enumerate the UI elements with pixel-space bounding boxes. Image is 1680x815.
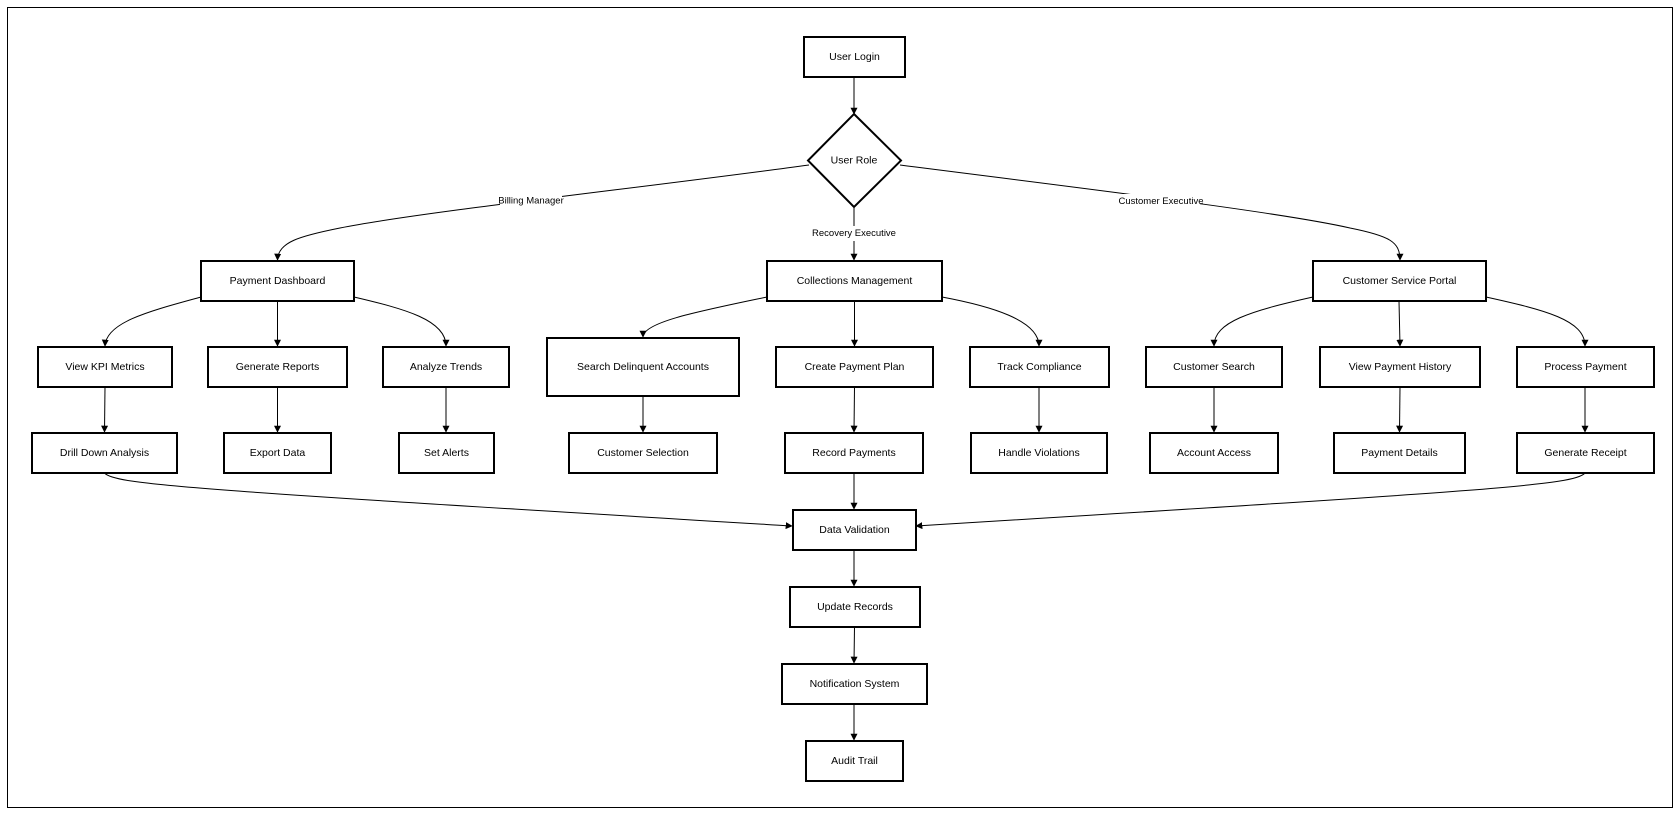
node-customer-selection-label: Customer Selection (597, 447, 689, 459)
node-customer-service-portal[interactable]: Customer Service Portal (1312, 260, 1487, 302)
node-drill-down-analysis[interactable]: Drill Down Analysis (31, 432, 178, 474)
edge-payment-dashboard-to-analyze-trends (353, 296, 450, 347)
node-set-alerts[interactable]: Set Alerts (398, 432, 495, 474)
node-view-kpi-metrics-label: View KPI Metrics (65, 361, 144, 373)
node-process-payment[interactable]: Process Payment (1516, 346, 1655, 388)
edge-payment-dashboard-to-view-kpi (101, 296, 202, 347)
node-customer-selection[interactable]: Customer Selection (568, 432, 718, 474)
edges (101, 78, 1589, 741)
edge-label-billing-manager: Billing Manager (498, 194, 564, 209)
node-payment-details-label: Payment Details (1361, 447, 1437, 459)
node-export-data-label: Export Data (250, 447, 306, 459)
node-user-login[interactable]: User Login (803, 36, 906, 78)
edge-label-recovery-executive-text: Recovery Executive (812, 228, 896, 239)
node-data-validation-label: Data Validation (819, 524, 890, 536)
node-user-role-decision[interactable]: User Role (806, 112, 903, 209)
node-create-payment-plan[interactable]: Create Payment Plan (775, 346, 934, 388)
edge-label-billing-manager-text: Billing Manager (498, 196, 563, 207)
node-collections-management-label: Collections Management (797, 275, 913, 287)
edge-view-payment-history-to-payment-details (1396, 386, 1404, 433)
node-user-login-label: User Login (829, 51, 880, 63)
node-collections-management[interactable]: Collections Management (766, 260, 943, 302)
node-payment-dashboard-label: Payment Dashboard (230, 275, 326, 287)
node-generate-receipt[interactable]: Generate Receipt (1516, 432, 1655, 474)
node-search-delinquent-accounts-label: Search Delinquent Accounts (577, 361, 709, 373)
node-notification-system-label: Notification System (810, 678, 900, 690)
node-customer-search-label: Customer Search (1173, 361, 1255, 373)
node-record-payments-label: Record Payments (812, 447, 895, 459)
edge-update-records-to-notification-system (850, 626, 858, 664)
edge-customer-service-to-customer-search (1210, 296, 1314, 347)
node-record-payments[interactable]: Record Payments (784, 432, 924, 474)
diagram-frame (7, 7, 1673, 808)
node-account-access-label: Account Access (1177, 447, 1251, 459)
node-set-alerts-label: Set Alerts (424, 447, 469, 459)
node-audit-trail[interactable]: Audit Trail (805, 740, 904, 782)
edge-collections-to-track-compliance (941, 296, 1043, 347)
node-payment-dashboard[interactable]: Payment Dashboard (200, 260, 355, 302)
node-generate-receipt-label: Generate Receipt (1544, 447, 1626, 459)
node-analyze-trends-label: Analyze Trends (410, 361, 482, 373)
edge-labels: Billing Manager Recovery Executive Custo… (498, 194, 1204, 241)
edge-role-to-payment-dashboard (274, 164, 810, 261)
node-track-compliance[interactable]: Track Compliance (969, 346, 1110, 388)
node-update-records[interactable]: Update Records (789, 586, 921, 628)
node-notification-system[interactable]: Notification System (781, 663, 928, 705)
node-view-payment-history[interactable]: View Payment History (1319, 346, 1481, 388)
edge-generate-receipt-to-data-validation (915, 472, 1586, 530)
nodes: User Login User Role Payment Dashboard C… (31, 36, 1655, 782)
node-data-validation[interactable]: Data Validation (792, 509, 917, 551)
edge-customer-service-to-process-payment (1485, 296, 1589, 347)
node-track-compliance-label: Track Compliance (997, 361, 1081, 373)
node-customer-search[interactable]: Customer Search (1145, 346, 1283, 388)
node-search-delinquent-accounts[interactable]: Search Delinquent Accounts (546, 337, 740, 397)
edge-customer-service-to-view-payment-history (1396, 300, 1404, 347)
node-payment-details[interactable]: Payment Details (1333, 432, 1466, 474)
node-create-payment-plan-label: Create Payment Plan (805, 361, 905, 373)
edge-create-payment-plan-to-record-payments (850, 386, 858, 433)
node-audit-trail-label: Audit Trail (831, 755, 878, 767)
node-view-kpi-metrics[interactable]: View KPI Metrics (37, 346, 173, 388)
node-generate-reports-label: Generate Reports (236, 361, 319, 373)
edge-label-customer-executive: Customer Executive (1118, 194, 1204, 209)
node-account-access[interactable]: Account Access (1149, 432, 1279, 474)
node-analyze-trends[interactable]: Analyze Trends (382, 346, 510, 388)
edge-role-to-customer-service-portal (899, 164, 1404, 261)
edge-drill-down-to-data-validation (104, 472, 793, 530)
node-user-role-label: User Role (831, 155, 878, 167)
node-export-data[interactable]: Export Data (223, 432, 332, 474)
edge-label-recovery-executive: Recovery Executive (812, 226, 896, 241)
node-generate-reports[interactable]: Generate Reports (207, 346, 348, 388)
edge-label-customer-executive-text: Customer Executive (1118, 196, 1203, 207)
node-update-records-label: Update Records (817, 601, 893, 613)
node-handle-violations[interactable]: Handle Violations (970, 432, 1108, 474)
node-handle-violations-label: Handle Violations (998, 447, 1080, 459)
node-customer-service-portal-label: Customer Service Portal (1343, 275, 1457, 287)
node-drill-down-analysis-label: Drill Down Analysis (60, 447, 149, 459)
edge-collections-to-search-delinquent (639, 296, 768, 338)
edge-view-kpi-to-drill-down (101, 386, 109, 433)
node-view-payment-history-label: View Payment History (1349, 361, 1452, 373)
node-process-payment-label: Process Payment (1544, 361, 1626, 373)
